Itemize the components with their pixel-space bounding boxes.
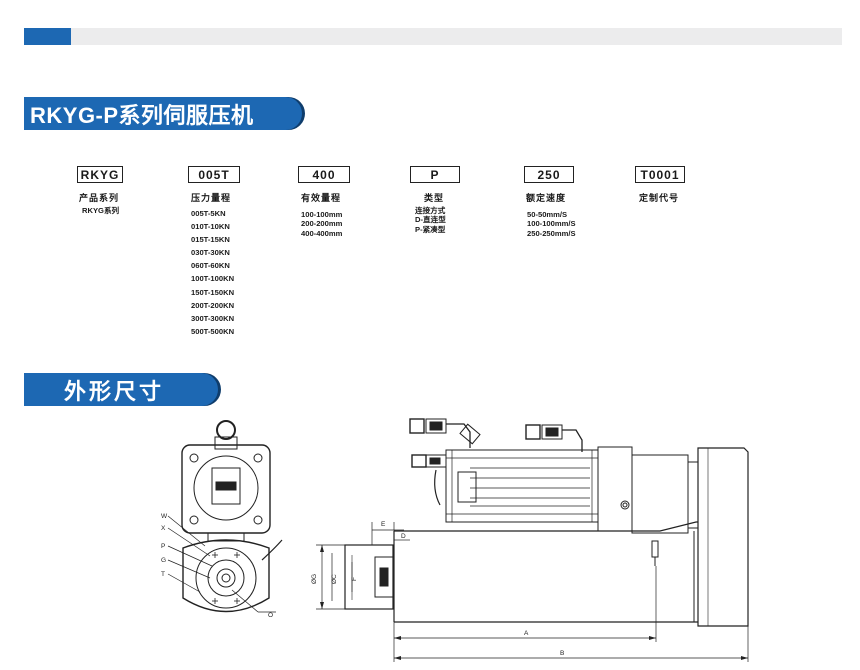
code-col-stroke: 400 有效量程 100-100mm 200-200mm 400-400mm [298,166,350,238]
code-label: 类型 [424,193,445,203]
code-option: 250-250mm/S [527,228,576,238]
code-options: 50-50mm/S 100-100mm/S 250-250mm/S [527,210,576,238]
code-box: T0001 [635,166,685,183]
code-col-type: P 类型 连接方式 D-直连型 P-紧凑型 [410,166,460,234]
code-label: 产品系列 [79,193,120,203]
section-title-dimensions-text: 外形尺寸 [64,378,165,404]
code-option: 150T-150KN [191,287,235,297]
code-option: 100-100mm [301,210,343,219]
code-option: 200T-200KN [191,300,235,310]
section-title-series: RKYG-P系列伺服压机 [24,97,302,130]
code-option: 连接方式 [415,206,446,215]
code-option: 015T-15KN [191,235,230,245]
code-option: 500T-500KN [191,326,235,336]
callout-label: O [268,612,273,619]
code-col-speed: 250 额定速度 50-50mm/S 100-100mm/S 250-250mm… [524,166,576,238]
dim-label: ØC [331,574,338,584]
dim-label: ØG [311,574,318,584]
code-label: 定制代号 [639,193,680,203]
dim-label: B [560,650,564,657]
header-bar-accent [24,28,71,45]
code-option: P-紧凑型 [415,224,446,234]
header-bar [24,28,842,45]
code-option: 100-100mm/S [527,219,576,229]
front-view [167,420,283,613]
code-option: 100T-100KN [191,274,235,284]
code-option: 060T-60KN [191,261,230,271]
code-option: 030T-30KN [191,248,230,258]
code-options: 005T-5KN 010T-10KN 015T-15KN 030T-30KN 0… [191,207,240,338]
callout-label: P [161,543,165,550]
code-col-series: RKYG 产品系列 RKYG系列 [77,166,123,215]
code-option: 400-400mm [301,228,343,238]
section-title-dimensions: 外形尺寸 [24,373,218,406]
dim-label: E [381,521,386,528]
code-box: 400 [298,166,350,183]
code-label: 额定速度 [526,193,567,203]
code-col-pressure: 005T 压力量程 005T-5KN 010T-10KN 015T-15KN 0… [188,166,240,338]
code-label: 压力量程 [191,193,232,203]
code-option: 005T-5KN [191,209,226,218]
code-option: 50-50mm/S [527,210,568,219]
dim-label: D [401,533,406,540]
callout-label: X [161,525,166,532]
code-options: 100-100mm 200-200mm 400-400mm [301,210,350,238]
code-option: 300T-300KN [191,313,235,323]
code-option: RKYG系列 [82,206,120,215]
side-view [316,418,749,662]
dim-label: F [351,577,358,581]
code-box: RKYG [77,166,123,183]
code-options: 连接方式 D-直连型 P-紧凑型 [415,206,460,234]
code-col-custom: T0001 定制代号 [635,166,685,204]
code-box: 005T [188,166,240,183]
code-option: 200-200mm [301,219,343,229]
code-box: 250 [524,166,574,183]
code-option: D-直连型 [415,215,446,225]
code-label: 有效量程 [301,193,342,203]
callout-label: T [161,571,165,578]
callout-label: G [161,557,166,564]
code-option: 010T-10KN [191,222,230,232]
dim-label: A [524,630,529,637]
section-title-series-text: RKYG-P系列伺服压机 [30,102,254,128]
code-box: P [410,166,460,183]
callout-label: W [161,513,168,520]
